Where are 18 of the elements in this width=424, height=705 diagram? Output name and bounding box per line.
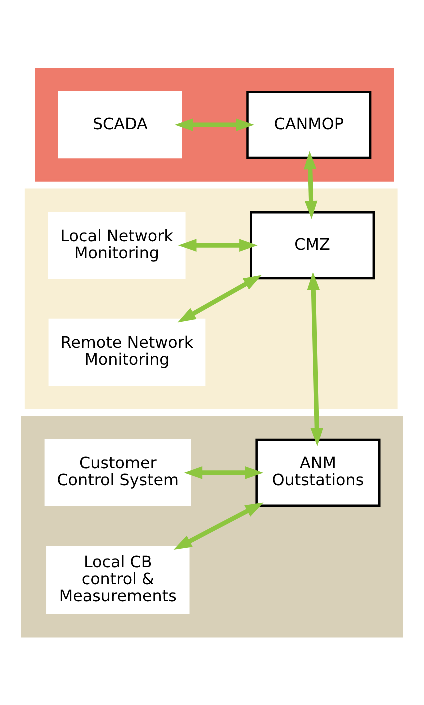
arrow [178, 238, 258, 252]
node-box: SCADA [58, 91, 182, 158]
arrow [174, 118, 254, 131]
node-box: Remote Network Monitoring [48, 318, 206, 386]
arrow [306, 272, 324, 446]
node-box: CANMOP [246, 90, 372, 159]
arrow [304, 150, 318, 219]
cluster [21, 416, 403, 638]
node-box: Customer Control System [44, 438, 191, 506]
node-box: CMZ [250, 210, 375, 280]
cluster [24, 188, 398, 409]
arrow [177, 274, 262, 322]
node-box: Local CB control & Measurements [46, 546, 190, 614]
node-box: ANM Outstations [255, 438, 380, 507]
cluster [34, 68, 394, 182]
arrow [184, 466, 264, 479]
arrow [173, 502, 264, 550]
node-box: Local Network Monitoring [48, 212, 186, 279]
